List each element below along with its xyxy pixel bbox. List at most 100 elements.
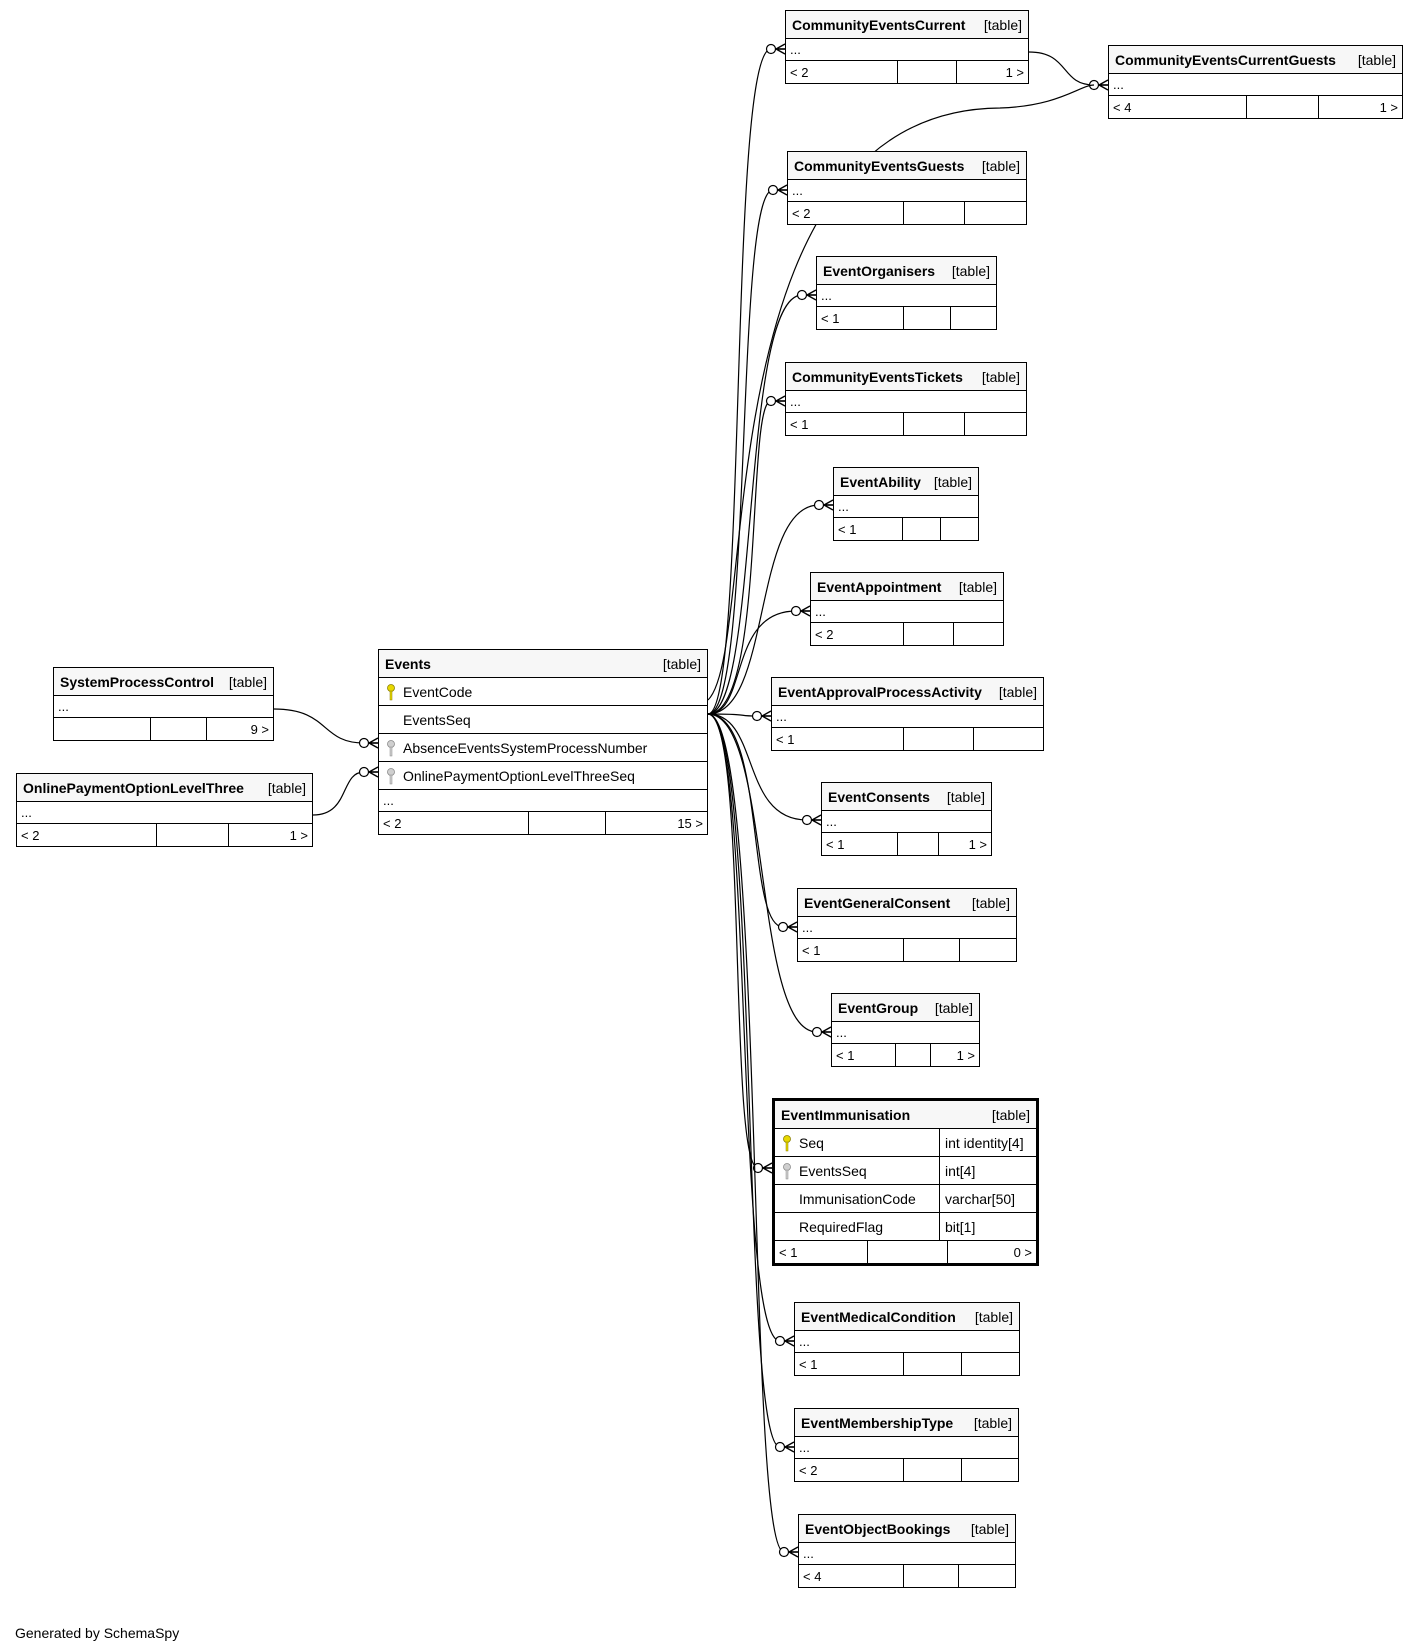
crows-foot-marker xyxy=(811,1026,832,1038)
foreign-key-icon xyxy=(775,1162,799,1180)
table-type: [table] xyxy=(998,683,1037,700)
table-type: [table] xyxy=(981,157,1020,174)
table-communityeventscurrentguests[interactable]: CommunityEventsCurrentGuests[table] ... … xyxy=(1108,45,1403,119)
more-columns: ... xyxy=(795,1331,1019,1353)
more-columns: ... xyxy=(811,601,1003,623)
foreign-key-icon xyxy=(379,767,403,785)
primary-key-icon xyxy=(379,683,403,701)
table-type: [table] xyxy=(971,894,1010,911)
table-communityeventstickets[interactable]: CommunityEventsTickets[table] ... < 1 xyxy=(785,362,1027,436)
column-type: varchar[50] xyxy=(945,1190,1016,1207)
more-columns: ... xyxy=(817,285,996,307)
footer-mid xyxy=(529,812,606,834)
connector-line xyxy=(707,610,810,715)
table-eventappointment[interactable]: EventAppointment[table] ... < 2 xyxy=(810,572,1004,646)
footer-mid xyxy=(868,1241,948,1263)
table-name: CommunityEventsCurrentGuests xyxy=(1115,51,1336,68)
table-name: CommunityEventsGuests xyxy=(794,157,965,174)
crows-foot-marker xyxy=(765,43,786,55)
table-type: [table] xyxy=(933,473,972,490)
table-name: EventConsents xyxy=(828,788,930,805)
table-type: [table] xyxy=(973,1414,1012,1431)
connector-line xyxy=(707,400,785,715)
table-name: EventGeneralConsent xyxy=(804,894,951,911)
parents-count: < 1 xyxy=(775,1241,868,1263)
foreign-key-icon xyxy=(379,739,403,757)
table-footer: < 2 xyxy=(795,1459,1018,1481)
table-eventability[interactable]: EventAbility[table] ... < 1 xyxy=(833,467,979,541)
table-communityeventsguests[interactable]: CommunityEventsGuests[table] ... < 2 xyxy=(787,151,1027,225)
table-eventgeneralconsent[interactable]: EventGeneralConsent[table] ... < 1 xyxy=(797,888,1017,962)
crows-foot-marker xyxy=(751,710,772,722)
table-name: EventAbility xyxy=(840,473,921,490)
connector-line xyxy=(707,48,785,715)
table-type: [table] xyxy=(970,1520,1009,1537)
column-name: EventCode xyxy=(403,683,473,700)
connector-line xyxy=(707,294,816,715)
table-name: EventMedicalCondition xyxy=(801,1308,956,1325)
table-type: [table] xyxy=(267,779,306,796)
table-type: [table] xyxy=(1357,51,1396,68)
table-footer: < 4 xyxy=(799,1565,1015,1587)
connector-line xyxy=(312,771,378,816)
more-columns: ... xyxy=(17,802,312,824)
crows-foot-marker xyxy=(813,499,834,511)
connector-line xyxy=(1028,51,1108,86)
table-systemprocesscontrol[interactable]: SystemProcessControl[table] ... 9 > xyxy=(53,667,274,741)
table-footer: < 1 xyxy=(772,728,1043,750)
table-footer: < 2 xyxy=(811,623,1003,645)
more-columns: ... xyxy=(379,790,707,812)
column-row[interactable]: ImmunisationCode varchar[50] xyxy=(775,1185,1036,1213)
more-columns: ... xyxy=(834,496,978,518)
table-footer: < 1 xyxy=(798,939,1016,961)
crows-foot-marker xyxy=(767,184,788,196)
more-columns: ... xyxy=(786,391,1026,413)
table-type: [table] xyxy=(983,16,1022,33)
table-type: [table] xyxy=(946,788,985,805)
table-type: [table] xyxy=(951,262,990,279)
table-header: EventImmunisation [table] xyxy=(775,1101,1036,1129)
more-columns: ... xyxy=(822,811,991,833)
table-name: EventObjectBookings xyxy=(805,1520,951,1537)
connector-line xyxy=(707,504,833,715)
children-count: 0 > xyxy=(1013,1244,1032,1260)
table-events[interactable]: Events [table] EventCode EventsSeq Absen… xyxy=(378,649,708,835)
table-header: Events [table] xyxy=(379,650,707,678)
table-type: [table] xyxy=(981,368,1020,385)
column-row[interactable]: RequiredFlag bit[1] xyxy=(775,1213,1036,1241)
crows-foot-marker xyxy=(777,921,798,933)
table-name: CommunityEventsCurrent xyxy=(792,16,966,33)
column-row[interactable]: EventsSeq int[4] xyxy=(775,1157,1036,1185)
more-columns: ... xyxy=(1109,74,1402,96)
table-eventorganisers[interactable]: EventOrganisers[table] ... < 1 xyxy=(816,256,997,330)
table-name: OnlinePaymentOptionLevelThree xyxy=(23,779,244,796)
column-name: AbsenceEventsSystemProcessNumber xyxy=(403,739,648,756)
connector-line xyxy=(707,713,798,1553)
more-columns: ... xyxy=(786,39,1028,61)
table-eventmedicalcondition[interactable]: EventMedicalCondition[table] ... < 1 xyxy=(794,1302,1020,1376)
column-row[interactable]: EventsSeq xyxy=(379,706,707,734)
column-row[interactable]: EventCode xyxy=(379,678,707,706)
column-row[interactable]: AbsenceEventsSystemProcessNumber xyxy=(379,734,707,762)
table-onlinepaymentoptionlevelthree[interactable]: OnlinePaymentOptionLevelThree [table] ...… xyxy=(16,773,313,847)
crows-foot-marker xyxy=(752,1162,773,1174)
primary-key-icon xyxy=(775,1134,799,1152)
table-name: SystemProcessControl xyxy=(60,673,215,690)
table-eventapprovalprocessactivity[interactable]: EventApprovalProcessActivity[table] ... … xyxy=(771,677,1044,751)
table-eventmembershiptype[interactable]: EventMembershipType[table] ... < 2 xyxy=(794,1408,1019,1482)
table-eventimmunisation[interactable]: EventImmunisation [table] Seq int identi… xyxy=(772,1098,1039,1266)
column-row[interactable]: OnlinePaymentOptionLevelThreeSeq xyxy=(379,762,707,790)
table-name: EventGroup xyxy=(838,999,919,1016)
table-eventobjectbookings[interactable]: EventObjectBookings[table] ... < 4 xyxy=(798,1514,1016,1588)
column-row[interactable]: Seq int identity[4] xyxy=(775,1129,1036,1157)
children-count: 15 > xyxy=(677,815,703,831)
table-type: [table] xyxy=(991,1106,1030,1123)
table-name: EventImmunisation xyxy=(781,1106,911,1123)
column-name: EventsSeq xyxy=(799,1157,940,1184)
